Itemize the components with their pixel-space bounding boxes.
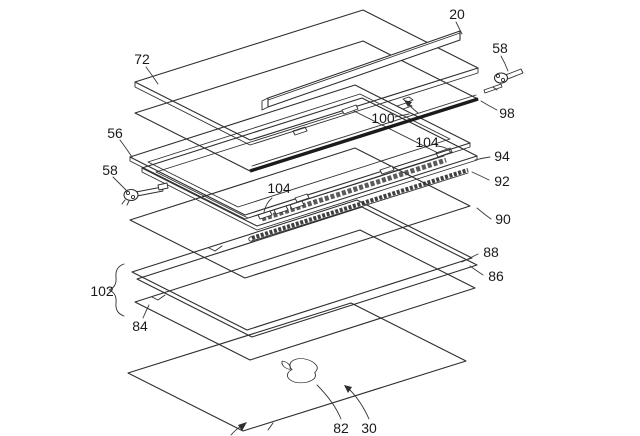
edge-tick: [267, 422, 274, 431]
leader-lines: [112, 21, 509, 420]
rear-cover-72: [134, 9, 479, 146]
leader-104-right: [436, 145, 452, 154]
ref-label-104-left: 104: [267, 180, 291, 196]
bar-left-cap: [261, 97, 269, 111]
film-86-outline: [136, 206, 478, 338]
led-strip-segments: [251, 167, 469, 241]
leader-72: [145, 66, 159, 85]
ref-label-94: 94: [494, 148, 510, 164]
bracket-head: [493, 72, 509, 84]
screw-hole: [130, 194, 136, 200]
back-sheet-outline: [127, 302, 467, 432]
screw-hole: [495, 73, 501, 79]
reference-labels: 20 72 58 98 100 104 56 58 94 104 92 90 8…: [90, 6, 515, 436]
leader-100: [394, 113, 410, 118]
film-84-notch: [151, 294, 166, 301]
bracket-head: [123, 188, 139, 202]
ref-label-88: 88: [483, 244, 499, 260]
film-sheet-86: [136, 206, 478, 338]
panel-98-dark-edge: [249, 97, 479, 173]
leader-20: [455, 21, 463, 35]
ref-label-92: 92: [494, 173, 510, 189]
ref-label-82: 82: [333, 420, 349, 436]
frame-tab: [379, 165, 395, 175]
cover-72-tab: [341, 104, 359, 115]
film-88-notch: [208, 245, 223, 252]
led-strip-end-cap: [248, 236, 254, 242]
leader-86: [469, 265, 484, 276]
bracket-foot: [121, 199, 130, 206]
ref-label-90: 90: [495, 211, 511, 227]
leader-30-arrow-head: [344, 385, 352, 393]
frame-56-outer: [129, 84, 471, 216]
film-sheet-84: [134, 229, 476, 361]
leader-92: [471, 171, 490, 181]
leader-82: [316, 384, 342, 420]
frame-94-inner: [155, 109, 445, 219]
apple-logo-body: [287, 358, 318, 384]
led-strip-baseline: [251, 172, 469, 242]
ref-label-84: 84: [132, 318, 148, 334]
ref-label-98: 98: [499, 105, 515, 121]
frame-56-thickness: [129, 142, 471, 220]
led-strip-92: [248, 167, 469, 242]
film-84-outline: [134, 229, 476, 361]
ref-label-58-right: 58: [492, 40, 508, 56]
ref-label-56: 56: [107, 125, 123, 141]
ref-label-104-right: 104: [415, 134, 439, 150]
back-sheet-30: [127, 302, 467, 436]
ref-label-86: 86: [488, 268, 504, 284]
film-sheet-88: [131, 199, 473, 331]
display-panel-98: [134, 40, 479, 173]
bracket-tip: [157, 182, 169, 191]
leader-90: [476, 207, 492, 220]
ref-label-102: 102: [90, 283, 114, 299]
panel-98-edge-highlight: [251, 94, 477, 167]
apple-logo: [281, 358, 318, 384]
hinge-bracket-left: [121, 182, 169, 206]
leader-30: [348, 388, 370, 420]
leader-104-left: [263, 197, 273, 213]
frame-56-inner: [147, 93, 451, 208]
hinge-bracket-right: [483, 68, 524, 94]
mount-bracket-100: [396, 96, 419, 114]
bar-top-line: [267, 32, 461, 101]
ref-label-58-left: 58: [102, 162, 118, 178]
film-88-outline: [131, 199, 473, 331]
bracket-blade: [483, 83, 503, 94]
cover-72-thickness: [134, 67, 479, 146]
ref-label-20: 20: [449, 6, 465, 22]
leader-94: [474, 156, 491, 161]
panel-98-tab: [292, 126, 308, 136]
bracket-detail: [492, 86, 498, 91]
leader-98: [480, 100, 498, 111]
corner-arrow-head: [238, 422, 247, 431]
leader-88: [461, 253, 479, 263]
screw-hole: [500, 77, 506, 83]
leader-56: [119, 139, 133, 158]
leader-58-right: [500, 55, 509, 72]
frame-tab: [294, 193, 310, 203]
ref-label-72: 72: [134, 51, 150, 67]
clutch-bar-20: [261, 30, 461, 111]
chassis-frame-94: [141, 97, 478, 231]
housing-frame-56: [129, 84, 471, 220]
group-brace-102: [108, 263, 125, 317]
leader-58-left: [112, 176, 127, 191]
sheet-90: [129, 147, 471, 279]
ref-label-30: 30: [361, 420, 377, 436]
frame-94-thickness: [141, 155, 478, 231]
sheet-90-outline: [129, 147, 471, 279]
bracket-arrow-tail: [407, 103, 419, 114]
ref-label-100: 100: [371, 110, 395, 126]
leader-84: [142, 304, 150, 319]
bracket-arrow-head: [404, 100, 412, 107]
screw-hole: [125, 190, 131, 196]
apple-logo-leaf: [281, 360, 291, 370]
